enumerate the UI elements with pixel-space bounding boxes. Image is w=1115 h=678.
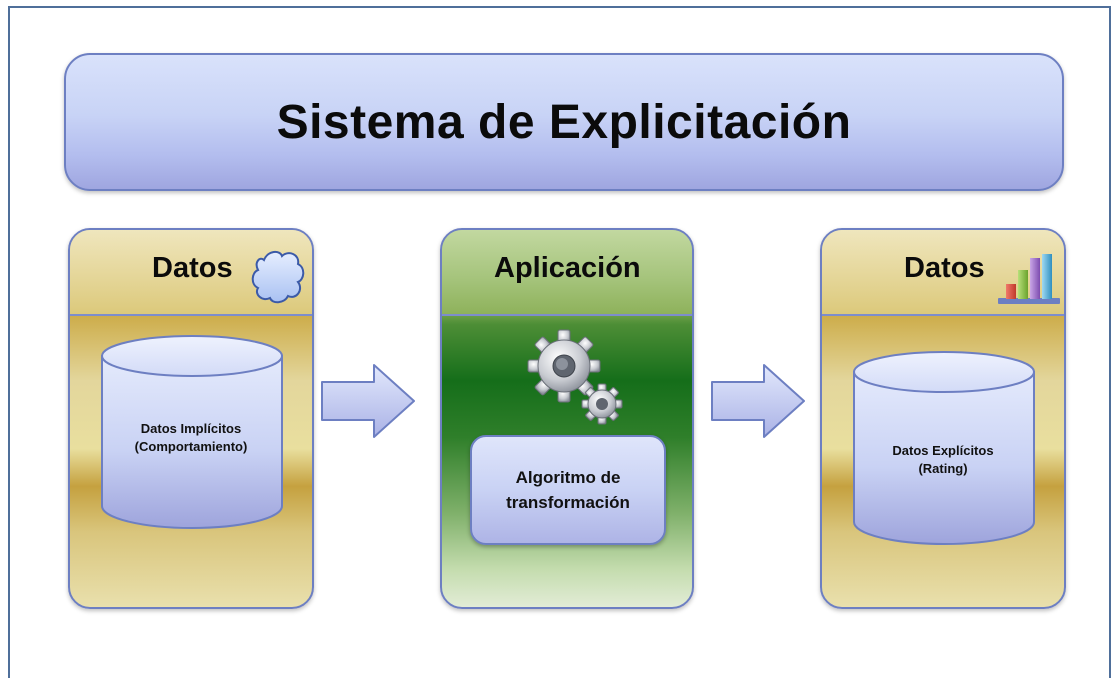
gears-icon <box>527 329 623 425</box>
column-title: Datos <box>152 252 233 284</box>
title-banner: Sistema de Explicitación <box>64 53 1064 191</box>
explicit-data-column: Datos <box>820 228 1066 609</box>
cylinder-label-line1: Datos Implícitos <box>140 421 242 436</box>
explicit-data-cylinder <box>853 351 1035 545</box>
cylinder-label: Datos Implícitos (Comportamiento) <box>96 420 286 456</box>
column-header: Datos <box>822 230 1064 316</box>
cylinder-label-line2: (Comportamiento) <box>134 439 248 454</box>
arrow-right-icon <box>321 364 415 438</box>
cylinder-label-line1: Datos Explícitos <box>892 443 994 458</box>
column-title: Aplicación <box>494 252 641 284</box>
implicit-data-column: Datos Datos <box>68 228 314 609</box>
transformation-algorithm-box: Algoritmo de transformación <box>470 435 666 545</box>
bar-chart-icon <box>998 254 1060 304</box>
column-header: Datos <box>70 230 312 316</box>
cloud-icon <box>251 250 305 304</box>
cylinder-label-line2: (Rating) <box>918 461 968 476</box>
column-title: Datos <box>904 252 985 284</box>
application-column: Aplicación <box>440 228 694 609</box>
column-header: Aplicación <box>442 230 692 316</box>
cylinder-label: Datos Explícitos (Rating) <box>848 442 1038 478</box>
algorithm-label-line2: transformación <box>506 493 630 512</box>
implicit-data-cylinder <box>101 335 283 529</box>
algorithm-label-line1: Algoritmo de <box>515 468 621 487</box>
arrow-right-icon <box>711 364 805 438</box>
diagram-title: Sistema de Explicitación <box>276 95 852 149</box>
